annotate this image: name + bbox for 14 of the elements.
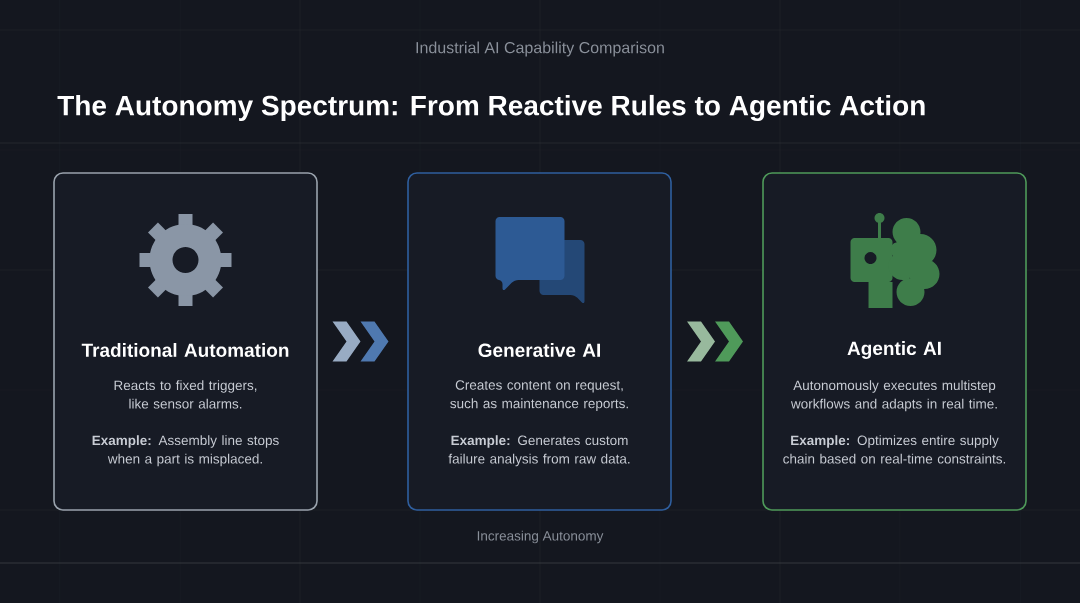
chevron-arrow [687, 321, 743, 362]
card-example: Example: Generates custom failure analysis from raw data. [448, 435, 630, 467]
card-heading: Generative AI [478, 343, 600, 357]
axis-caption: Increasing Autonomy [477, 530, 604, 544]
chevron-arrow [332, 321, 389, 362]
subtitle: Industrial AI Capability Comparison [416, 41, 664, 57]
card-description: Creates content on request, such as maintenance reports. [450, 380, 628, 411]
card-heading: Traditional Automation [81, 343, 289, 357]
card-description: Autonomously executes multistep workflows and adapts in real time. [790, 380, 997, 412]
card-example: Example: Assembly line stops when a part is misplaced. [92, 435, 279, 467]
title: The Autonomy Spectrum: From Reactive Rules to Agentic Action [57, 94, 925, 122]
card-heading: Agentic AI [847, 341, 941, 359]
card-description: Reacts to fixed triggers, like sensor alarms. [114, 380, 257, 409]
card-example: Example: Optimizes entire supply chain based on real-time constraints. [783, 435, 1006, 464]
